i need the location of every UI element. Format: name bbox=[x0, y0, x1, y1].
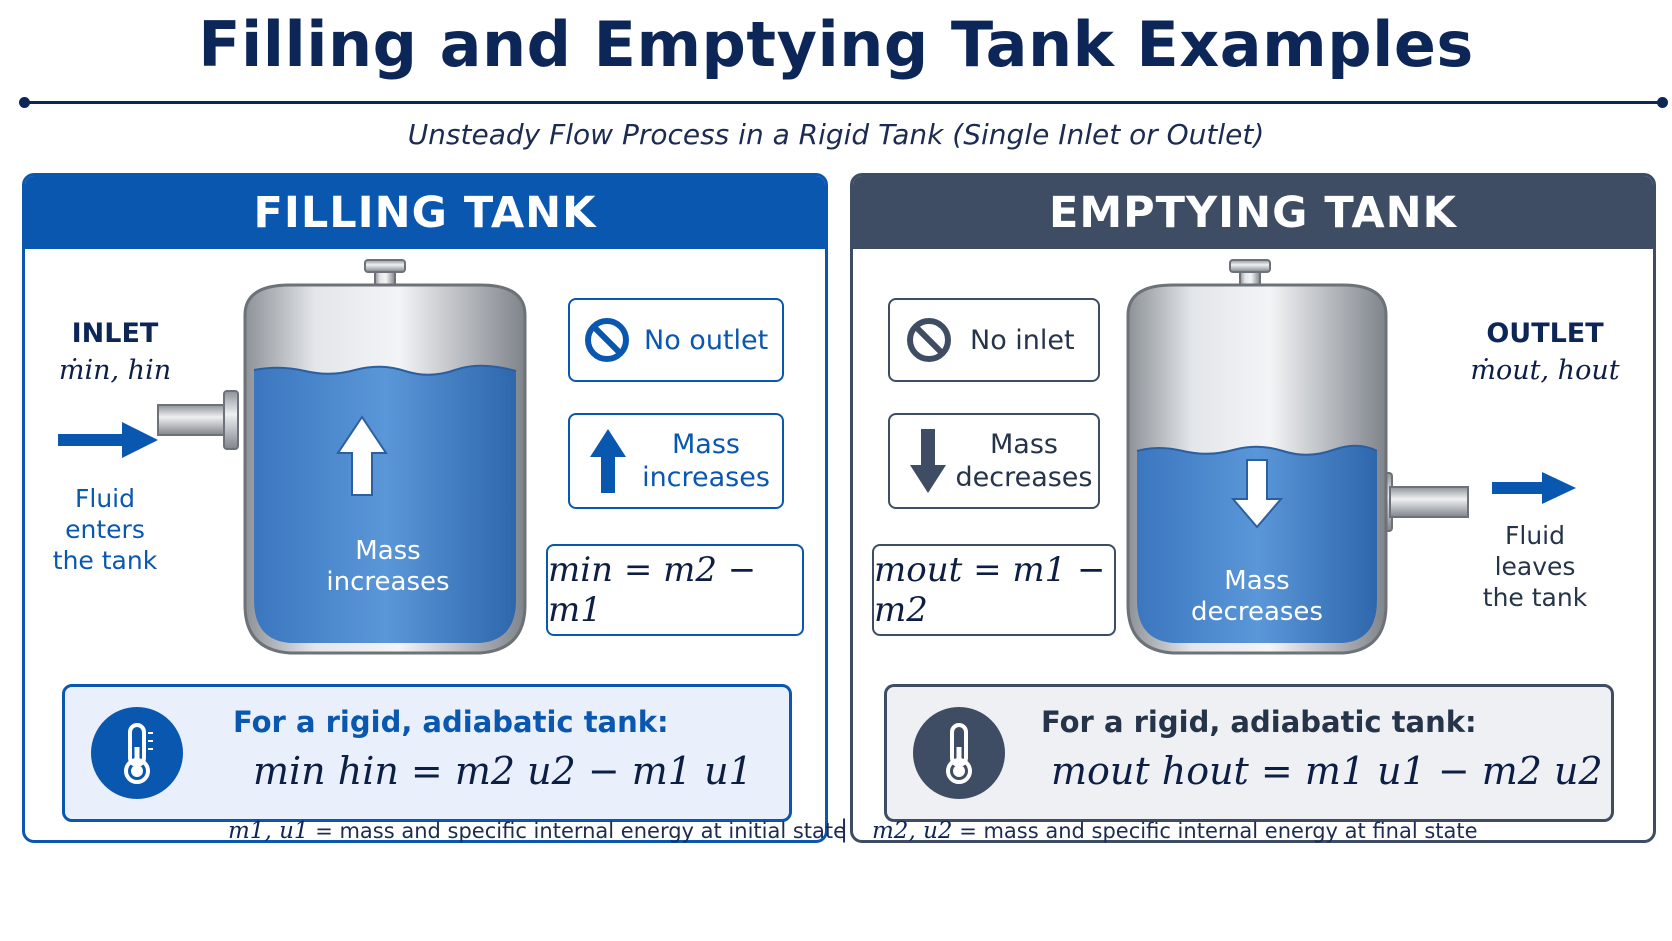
mass-decreases-box: Mass decreases bbox=[888, 413, 1100, 509]
no-entry-icon bbox=[907, 318, 951, 362]
inlet-description: Fluid enters the tank bbox=[40, 483, 170, 576]
mass-decreases-label: Mass decreases bbox=[954, 428, 1094, 494]
divider-dot-left bbox=[19, 97, 30, 108]
filling-tank-label-line-2: increases bbox=[326, 567, 450, 597]
page-subtitle: Unsteady Flow Process in a Rigid Tank (S… bbox=[407, 118, 1265, 151]
emptying-tank-label-line-2: decreases bbox=[1191, 597, 1323, 627]
emptying-mass-equation-box: mout = m1 − m2 bbox=[872, 544, 1116, 636]
no-entry-icon bbox=[585, 318, 629, 362]
outlet-desc-line-2: leaves bbox=[1494, 552, 1576, 581]
footer-initial-text: = mass and specific internal energy at i… bbox=[315, 819, 847, 843]
emptying-energy-box: For a rigid, adiabatic tank: mout hout =… bbox=[884, 684, 1614, 822]
mass-decreases-line-2: decreases bbox=[955, 462, 1093, 493]
outlet-desc-line-1: Fluid bbox=[1505, 521, 1565, 550]
mass-increases-line-2: increases bbox=[642, 462, 770, 493]
inlet-desc-line-2: enters bbox=[65, 515, 145, 544]
thermometer-icon bbox=[913, 707, 1005, 799]
outlet-title: OUTLET bbox=[1486, 318, 1604, 349]
filling-energy-title: For a rigid, adiabatic tank: bbox=[233, 705, 669, 739]
inlet-title: INLET bbox=[71, 318, 159, 349]
mass-decreases-line-1: Mass bbox=[990, 429, 1058, 460]
footer-separator: | bbox=[840, 815, 849, 843]
inlet-desc-line-1: Fluid bbox=[75, 484, 135, 513]
arrow-up-icon bbox=[590, 429, 626, 493]
outlet-flow-label: ṁout, hout bbox=[1465, 355, 1625, 386]
emptying-energy-title: For a rigid, adiabatic tank: bbox=[1041, 705, 1477, 739]
emptying-mass-equation: mout = m1 − m2 bbox=[874, 550, 1106, 630]
filling-mass-equation: min = m2 − m1 bbox=[548, 550, 757, 630]
filling-header: FILLING TANK bbox=[25, 176, 825, 249]
filling-tank-label: Mass increases bbox=[308, 536, 468, 598]
mass-increases-line-1: Mass bbox=[672, 429, 740, 460]
no-inlet-box: No inlet bbox=[888, 298, 1100, 382]
mass-increases-label: Mass increases bbox=[636, 428, 776, 494]
emptying-energy-equation: mout hout = m1 u1 − m2 u2 bbox=[1051, 749, 1603, 793]
inlet-flow-label: ṁin, hin bbox=[40, 355, 190, 386]
outlet-description: Fluid leaves the tank bbox=[1470, 520, 1600, 613]
outlet-desc-line-3: the tank bbox=[1482, 583, 1588, 612]
arrow-right-icon bbox=[1492, 472, 1576, 504]
filling-energy-equation: min hin = m2 u2 − m1 u1 bbox=[253, 749, 753, 793]
footer-initial: m1, u1 = mass and specific internal ener… bbox=[228, 818, 846, 844]
emptying-header: EMPTYING TANK bbox=[853, 176, 1653, 249]
filling-tank bbox=[157, 259, 527, 655]
filling-tank-label-line-1: Mass bbox=[355, 536, 421, 566]
mass-increases-box: Mass increases bbox=[568, 413, 784, 509]
inlet-desc-line-3: the tank bbox=[52, 546, 158, 575]
emptying-tank-label-line-1: Mass bbox=[1224, 566, 1290, 596]
emptying-header-label: EMPTYING TANK bbox=[1049, 187, 1457, 238]
emptying-tank bbox=[1126, 259, 1469, 655]
arrow-right-icon bbox=[58, 422, 158, 458]
emptying-tank-label: Mass decreases bbox=[1177, 566, 1337, 628]
title-divider bbox=[24, 101, 1664, 104]
arrow-down-icon bbox=[910, 429, 946, 493]
footer-initial-symbols: m1, u1 bbox=[228, 818, 309, 844]
footer-final-text: = mass and specific internal energy at f… bbox=[959, 819, 1478, 843]
footer-final-symbols: m2, u2 bbox=[872, 818, 953, 844]
filling-header-label: FILLING TANK bbox=[253, 187, 597, 238]
no-inlet-label: No inlet bbox=[970, 324, 1075, 356]
no-outlet-box: No outlet bbox=[568, 298, 784, 382]
page-title: Filling and Emptying Tank Examples bbox=[198, 8, 1474, 81]
filling-energy-box: For a rigid, adiabatic tank: min hin = m… bbox=[62, 684, 792, 822]
thermometer-icon bbox=[91, 707, 183, 799]
footer-final: m2, u2 = mass and specific internal ener… bbox=[872, 818, 1478, 844]
filling-mass-equation-box: min = m2 − m1 bbox=[546, 544, 804, 636]
outlet-flow-text: ṁout, hout bbox=[1470, 355, 1620, 386]
divider-dot-right bbox=[1657, 97, 1668, 108]
inlet-flow-text: ṁin, hin bbox=[58, 355, 172, 386]
no-outlet-label: No outlet bbox=[644, 324, 769, 356]
